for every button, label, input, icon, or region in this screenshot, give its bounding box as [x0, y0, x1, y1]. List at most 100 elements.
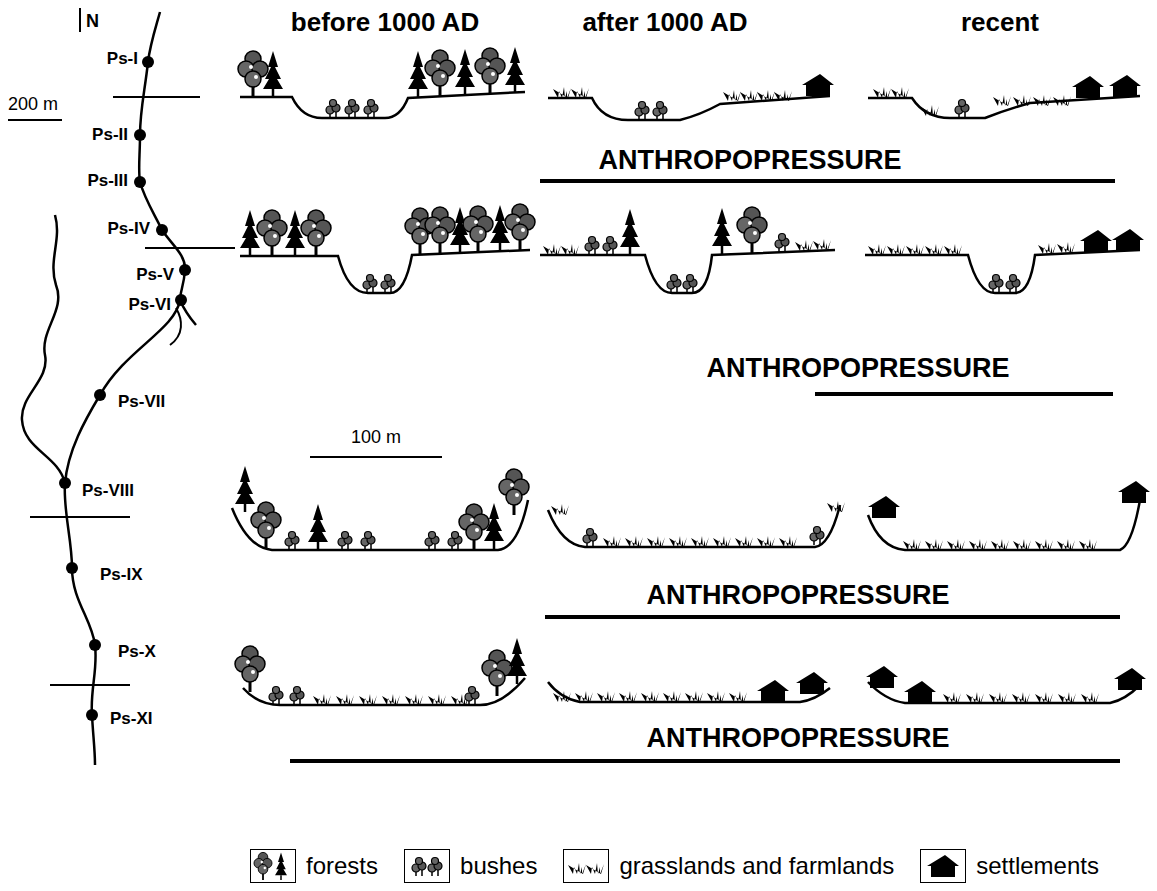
map-symbol [635, 102, 649, 121]
scale-label: 200 m [8, 95, 58, 115]
legend-symbol [254, 852, 272, 880]
map-symbol [802, 74, 834, 96]
map-symbol [263, 51, 283, 97]
map-symbol [921, 105, 939, 116]
period-label: ANTHROPOPRESSURE [706, 354, 1009, 384]
map-symbol [505, 204, 535, 250]
map-symbol [381, 275, 395, 294]
map-symbol [603, 536, 621, 547]
map-symbol [428, 694, 446, 705]
map-symbol [866, 666, 898, 688]
legend-text: settlements [976, 852, 1099, 880]
map-symbol [235, 646, 265, 692]
map-symbol [925, 244, 943, 255]
map-symbol [475, 48, 505, 94]
map-symbol [868, 496, 900, 518]
map-symbol [448, 532, 462, 551]
map-symbol [989, 275, 1003, 294]
site-label: Ps-X [118, 643, 156, 662]
legend-item: grasslands and farmlands [563, 849, 894, 883]
map-symbol [873, 87, 891, 98]
map-symbol [425, 207, 455, 253]
map-symbol [290, 687, 304, 706]
map-symbol [1118, 481, 1150, 503]
column-heading: recent [961, 8, 1039, 37]
map-symbol [966, 692, 984, 703]
scale-bar [8, 120, 442, 457]
map-symbol [575, 691, 593, 702]
map-symbol [774, 90, 792, 101]
map-symbol [779, 536, 797, 547]
map-symbol [571, 87, 589, 98]
site-label: Ps-XI [110, 710, 153, 729]
map-symbol [1072, 76, 1104, 98]
map-symbol [993, 95, 1011, 106]
map-symbol [551, 504, 569, 515]
map-symbol [943, 692, 961, 703]
map-symbol [1112, 229, 1144, 251]
map-symbol [796, 672, 828, 694]
map-symbol [925, 539, 943, 550]
map-symbol [619, 691, 637, 702]
map-symbol [712, 208, 732, 254]
map-symbol [499, 469, 529, 515]
map-symbol [620, 209, 640, 255]
map-symbol [585, 237, 599, 256]
map-symbol [740, 90, 758, 101]
map-symbol [663, 691, 681, 702]
map-symbol [737, 207, 767, 253]
period-label: ANTHROPOPRESSURE [598, 146, 901, 176]
map-symbol [685, 691, 703, 702]
legend-sample [563, 849, 609, 883]
river-map [22, 12, 196, 765]
map-symbol [991, 539, 1009, 550]
map-symbol [669, 536, 687, 547]
map-symbol [1114, 668, 1146, 690]
map-symbol [1057, 242, 1075, 253]
map-symbol [906, 244, 924, 255]
map-symbol [891, 87, 909, 98]
map-symbol [1035, 539, 1053, 550]
map-symbol [482, 650, 512, 696]
map-symbol [364, 100, 378, 119]
map-symbol [955, 100, 969, 119]
map-symbol [1058, 692, 1076, 703]
map-symbol [1013, 95, 1031, 106]
map-symbol [735, 536, 753, 547]
period-label: ANTHROPOPRESSURE [646, 724, 949, 754]
map-symbol [723, 90, 741, 101]
map-symbol [1006, 275, 1020, 294]
legend: forestsbushesgrasslands and farmlandsset… [250, 848, 1125, 884]
map-symbol [1013, 539, 1031, 550]
map-symbol [269, 687, 283, 706]
sample-point [59, 56, 191, 721]
site-label: Ps-VII [118, 393, 165, 412]
scale-label: 100 m [351, 428, 401, 448]
map-symbol [561, 244, 579, 255]
period-label: ANTHROPOPRESSURE [646, 581, 949, 611]
map-symbol [361, 532, 375, 551]
map-symbol [887, 244, 905, 255]
map-symbol [408, 51, 428, 97]
map-symbol [336, 694, 354, 705]
map-symbol [1080, 230, 1112, 252]
map-symbol [235, 466, 255, 512]
map-symbol [1033, 95, 1051, 106]
map-symbol [1109, 75, 1141, 97]
map-symbol [313, 694, 331, 705]
map-symbol [1035, 692, 1053, 703]
map-symbol [484, 503, 504, 549]
site-label: Ps-V [136, 266, 174, 285]
section-line [30, 97, 235, 685]
site-label: Ps-II [92, 126, 128, 145]
map-symbol [597, 691, 615, 702]
valley-profile [232, 92, 1140, 705]
map-symbol [1053, 95, 1071, 106]
vegetation-symbols [235, 47, 1150, 705]
map-symbol [308, 504, 328, 550]
map-symbol [382, 694, 400, 705]
map-symbol [729, 691, 747, 702]
map-symbol [326, 100, 340, 119]
legend-symbol [275, 852, 287, 880]
